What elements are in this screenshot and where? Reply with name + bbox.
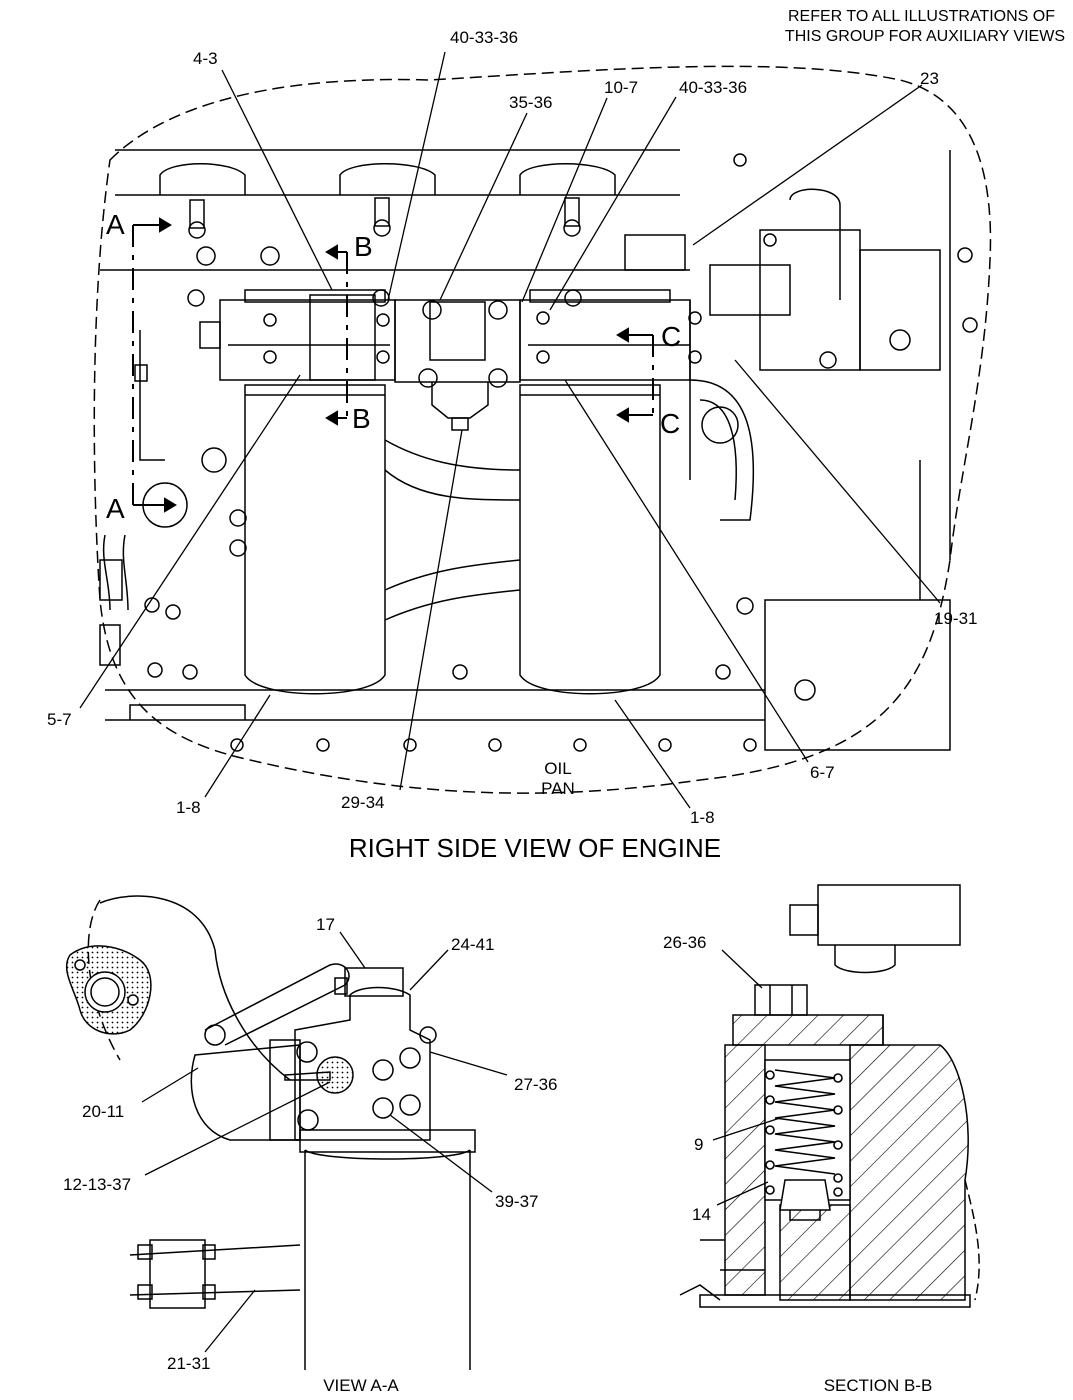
- callout-24-41: 24-41: [451, 935, 494, 954]
- callout-40-33-36-right: 40-33-36: [679, 78, 747, 97]
- right-side-components: [624, 150, 978, 751]
- main-view-title: RIGHT SIDE VIEW OF ENGINE: [349, 833, 721, 863]
- section-bb-title: SECTION B-B: [824, 1376, 933, 1395]
- view-aa-title: VIEW A-A: [323, 1376, 399, 1395]
- callout-29-34: 29-34: [341, 793, 384, 812]
- callout-9: 9: [694, 1135, 703, 1154]
- callout-21-31: 21-31: [167, 1354, 210, 1373]
- section-marker-b-top: B: [354, 231, 373, 262]
- callout-10-7: 10-7: [604, 78, 638, 97]
- main-view-engine: [93, 65, 992, 794]
- callout-12-13-37: 12-13-37: [63, 1175, 131, 1194]
- callout-23: 23: [920, 69, 939, 88]
- section-bb-drawing: [679, 884, 980, 1308]
- section-marker-b-bottom: B: [352, 403, 371, 434]
- view-aa-leader-lines: [141, 931, 508, 1353]
- section-bb-leader-lines: [712, 949, 781, 1206]
- oil-pan-label-line2: PAN: [541, 779, 575, 798]
- callout-35-36: 35-36: [509, 93, 552, 112]
- callout-4-3: 4-3: [193, 49, 218, 68]
- oil-filter-left: [244, 384, 386, 695]
- callout-6-7: 6-7: [810, 763, 835, 782]
- callout-14: 14: [692, 1205, 711, 1224]
- left-side-components: [99, 330, 247, 666]
- callout-26-36: 26-36: [663, 933, 706, 952]
- callout-19-31: 19-31: [934, 609, 977, 628]
- callout-17: 17: [316, 915, 335, 934]
- section-marker-a-top: A: [106, 209, 125, 240]
- callout-20-11: 20-11: [82, 1102, 124, 1121]
- callout-1-8-right: 1-8: [690, 808, 715, 827]
- top-bolts: [187, 197, 582, 307]
- filter-base-manifold: [199, 289, 702, 431]
- main-view-break-outline: [93, 65, 992, 794]
- section-marker-c-bottom: C: [660, 408, 680, 439]
- view-aa-callouts: 17 24-41 27-36 20-11 12-13-37 39-37 21-3…: [63, 915, 557, 1373]
- callout-1-8-left: 1-8: [176, 798, 201, 817]
- oil-pan-label-line1: OIL: [544, 759, 571, 778]
- main-callouts: 4-3 40-33-36 35-36 10-7 40-33-36 23 19-3…: [47, 28, 977, 827]
- spring: [765, 1069, 843, 1197]
- callout-27-36: 27-36: [514, 1075, 557, 1094]
- view-aa-drawing: [65, 895, 476, 1370]
- header-note: REFER TO ALL ILLUSTRATIONS OF THIS GROUP…: [785, 8, 1065, 45]
- header-note-line2: THIS GROUP FOR AUXILIARY VIEWS: [785, 28, 1065, 45]
- section-bb-callouts: 26-36 9 14: [663, 933, 711, 1224]
- callout-5-7: 5-7: [47, 710, 72, 729]
- oil-filter-right: [519, 384, 661, 695]
- section-cut-lines: [132, 217, 654, 513]
- section-markers: A A B B C C: [106, 209, 681, 524]
- main-leader-lines: [79, 51, 941, 809]
- section-marker-a-bottom: A: [106, 493, 125, 524]
- callout-39-37: 39-37: [495, 1192, 538, 1211]
- section-marker-c-top: C: [661, 321, 681, 352]
- header-note-line1: REFER TO ALL ILLUSTRATIONS OF: [788, 8, 1055, 25]
- oil-pan-rail: [105, 662, 765, 752]
- callout-40-33-36-left: 40-33-36: [450, 28, 518, 47]
